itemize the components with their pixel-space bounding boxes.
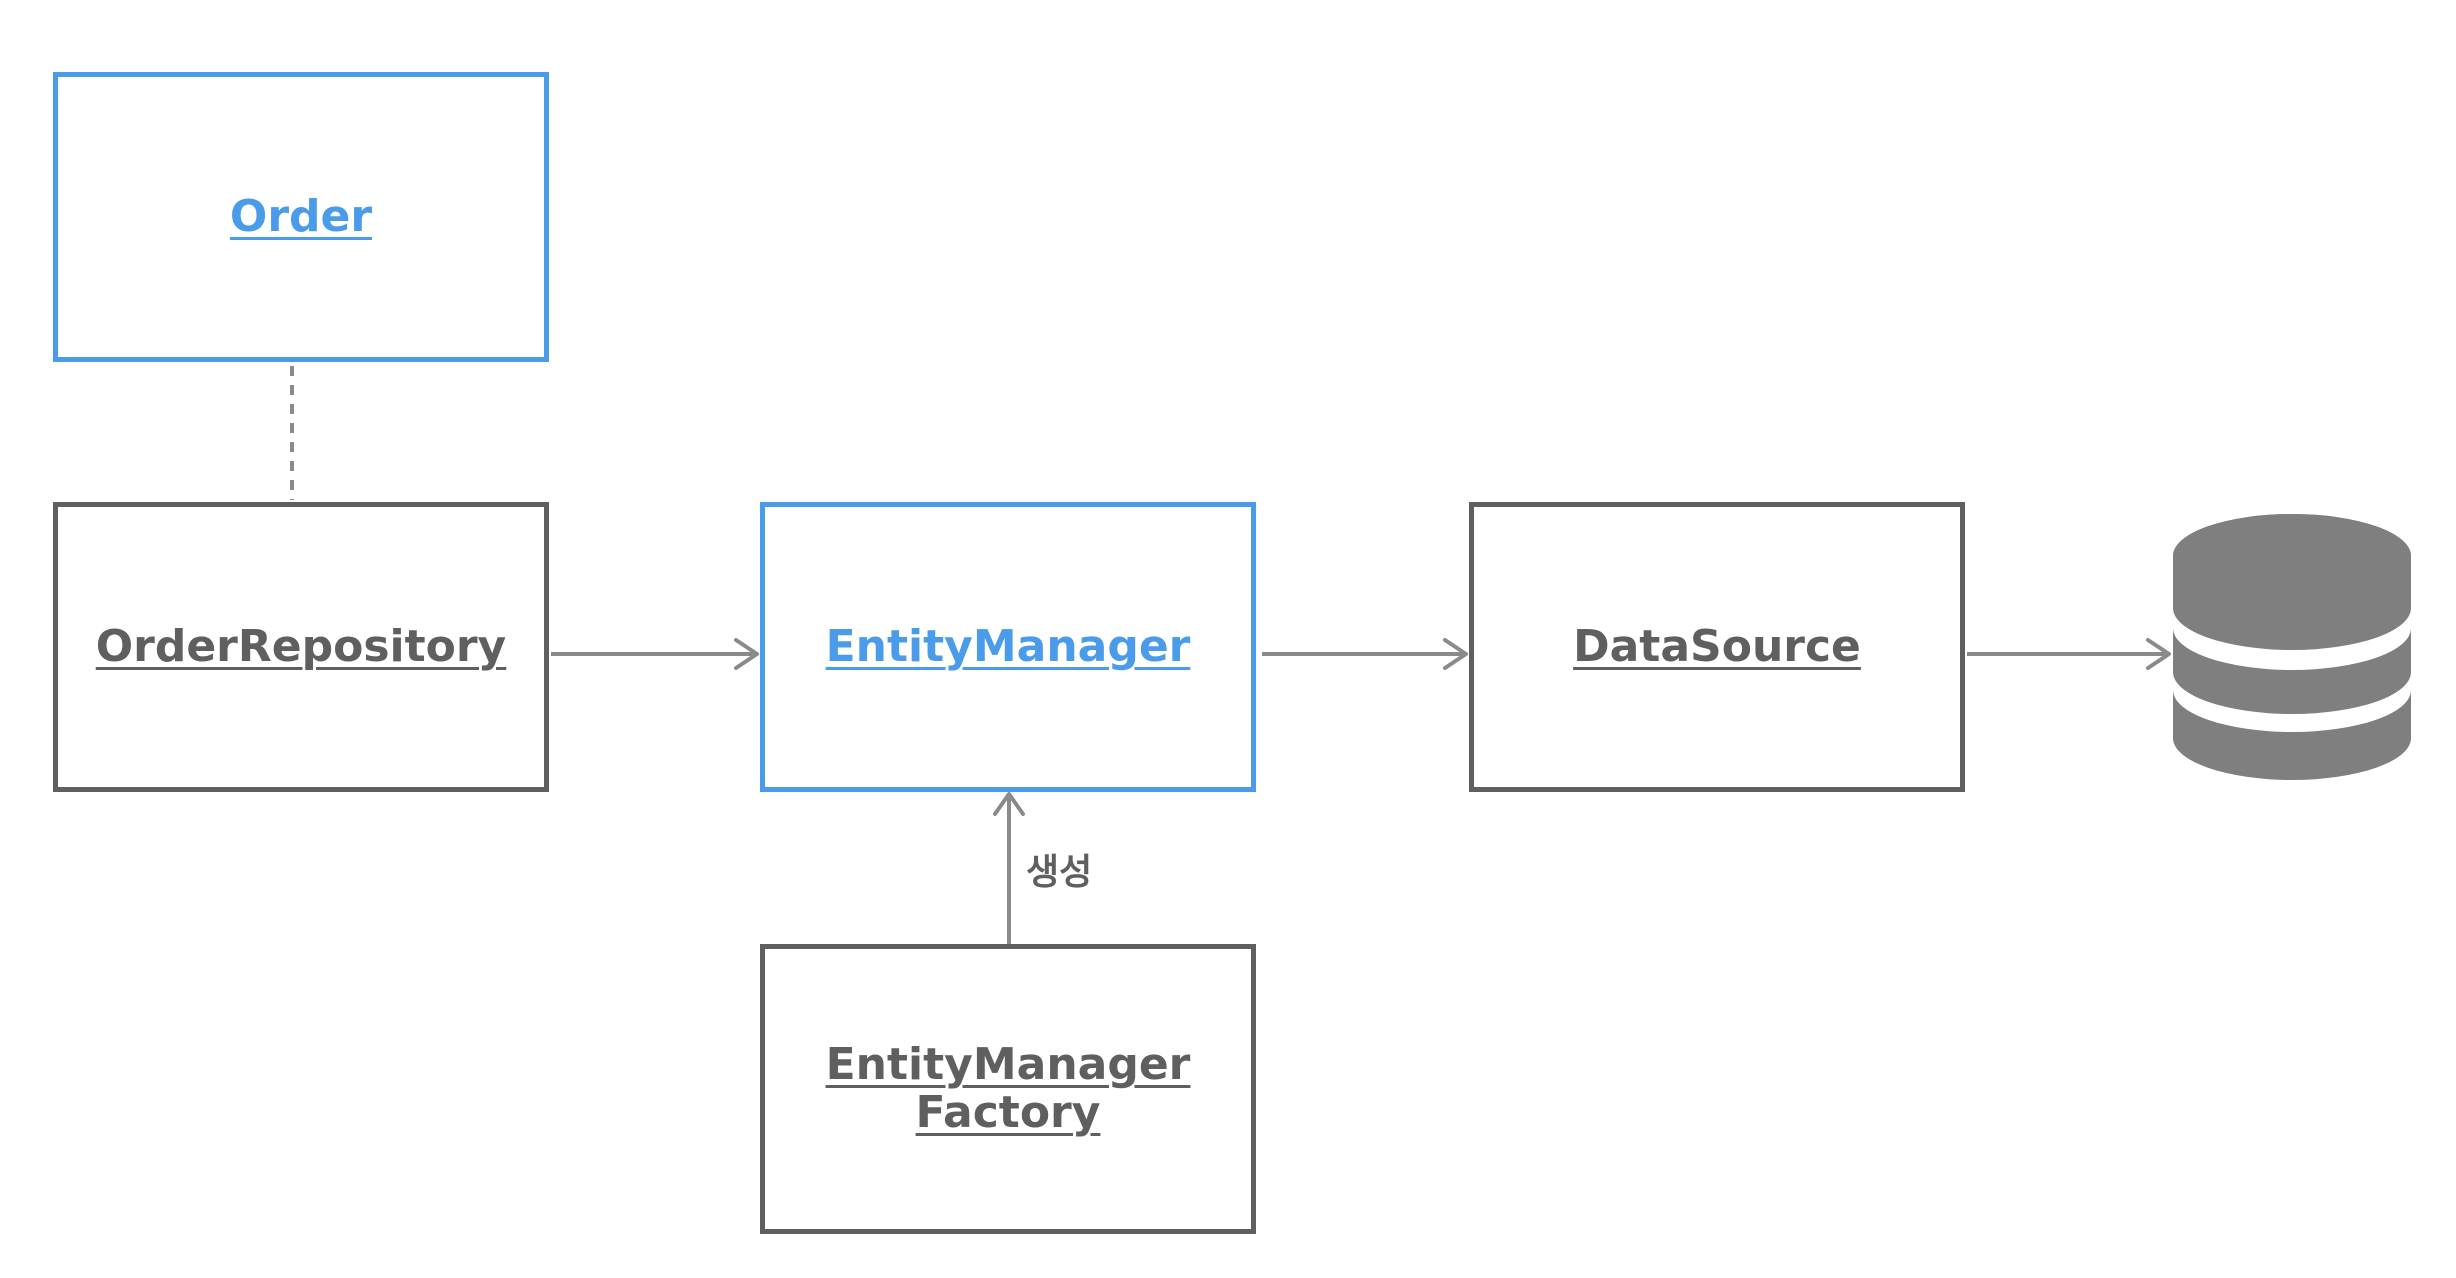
- node-entity-manager-label: EntityManager: [825, 621, 1191, 672]
- node-entity-manager: EntityManager: [760, 502, 1256, 792]
- node-entity-manager-factory: EntityManager Factory: [760, 944, 1256, 1234]
- edge-label-create: 생성: [1026, 852, 1093, 893]
- arrow-entitymanager-to-datasource: [1262, 638, 1468, 670]
- node-order: Order: [53, 72, 549, 362]
- node-entity-manager-factory-label: EntityManager Factory: [825, 1039, 1191, 1138]
- node-datasource: DataSource: [1469, 502, 1965, 792]
- arrow-repository-to-entitymanager: [551, 638, 759, 670]
- database-icon: [2173, 514, 2411, 780]
- node-order-repository: OrderRepository: [53, 502, 549, 792]
- arrow-factory-to-entitymanager: [993, 792, 1025, 946]
- arrow-datasource-to-database: [1967, 638, 2171, 670]
- node-order-label: Order: [229, 191, 373, 242]
- node-order-repository-label: OrderRepository: [95, 621, 507, 672]
- node-datasource-label: DataSource: [1573, 621, 1861, 672]
